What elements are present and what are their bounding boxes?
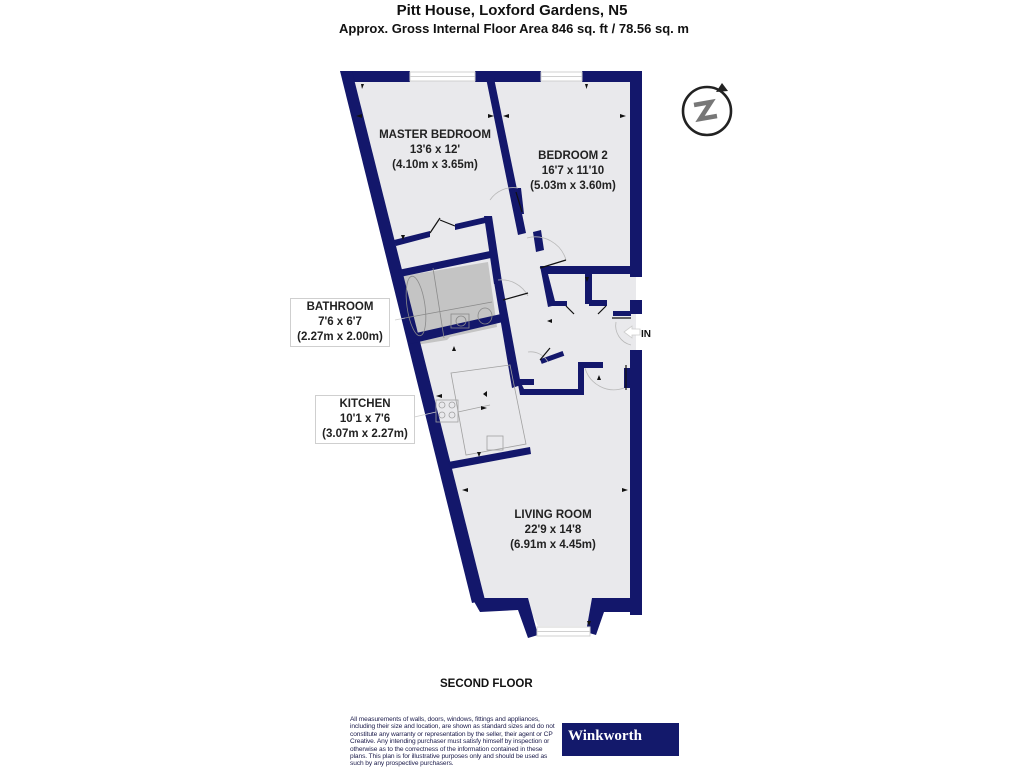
walls <box>340 71 642 638</box>
kitchen-label: KITCHEN 10'1 x 7'6 (3.07m x 2.27m) <box>315 395 415 444</box>
room-name: BATHROOM <box>306 301 374 313</box>
room-name: KITCHEN <box>339 398 391 410</box>
room-name: MASTER BEDROOM <box>379 129 491 141</box>
room-dimensions-imperial: 10'1 x 7'6 <box>339 413 391 425</box>
entrance-label: IN <box>641 329 651 340</box>
dimension-markers <box>356 84 628 626</box>
room-dimensions-imperial: 7'6 x 6'7 <box>318 316 362 328</box>
floor-area-subtitle: Approx. Gross Internal Floor Area 846 sq… <box>339 21 689 36</box>
room-dimensions-imperial: 16'7 x 11'10 <box>541 165 605 177</box>
floor-name: SECOND FLOOR <box>440 678 533 690</box>
room-dimensions-metric: (2.27m x 2.00m) <box>297 331 383 343</box>
bedroom-2-label: BEDROOM 2 16'7 x 11'10 (5.03m x 3.60m) <box>503 149 643 194</box>
entrance-arrow-icon <box>623 325 641 339</box>
disclaimer-text: All measurements of walls, doors, window… <box>350 716 555 768</box>
room-name: BEDROOM 2 <box>538 150 608 162</box>
windows <box>409 71 591 637</box>
room-dimensions-metric: (3.07m x 2.27m) <box>322 428 408 440</box>
room-dimensions-metric: (5.03m x 3.60m) <box>530 180 616 192</box>
master-bedroom-label: MASTER BEDROOM 13'6 x 12' (4.10m x 3.65m… <box>370 128 500 173</box>
room-dimensions-imperial: 13'6 x 12' <box>409 144 461 156</box>
north-arrow-icon <box>681 83 733 137</box>
winkworth-logo: Winkworth <box>562 723 679 756</box>
property-title: Pitt House, Loxford Gardens, N5 <box>396 2 628 19</box>
bathroom-label: BATHROOM 7'6 x 6'7 (2.27m x 2.00m) <box>290 298 390 347</box>
floor-area <box>348 78 636 626</box>
room-name: LIVING ROOM <box>514 509 592 521</box>
room-dimensions-metric: (4.10m x 3.65m) <box>392 159 478 171</box>
room-dimensions-metric: (6.91m x 4.45m) <box>510 539 596 551</box>
door-leaves <box>429 191 631 390</box>
living-room-label: LIVING ROOM 22'9 x 14'8 (6.91m x 4.45m) <box>488 508 618 553</box>
bathroom-fixtures <box>404 267 493 339</box>
room-dimensions-imperial: 22'9 x 14'8 <box>524 524 582 536</box>
